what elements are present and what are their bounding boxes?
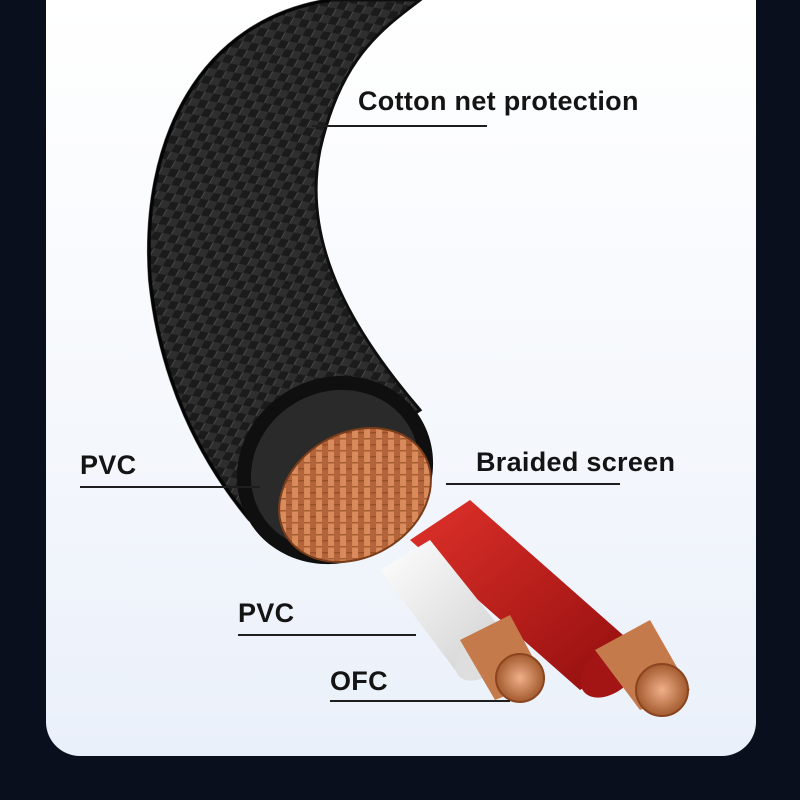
label-pvc-inner: PVC: [238, 598, 295, 628]
label-ofc: OFC: [330, 666, 388, 696]
leader-pvc-inner: [238, 634, 416, 636]
label-braided-screen: Braided screen: [476, 447, 676, 477]
leader-pvc-outer: [80, 486, 260, 488]
label-pvc-outer: PVC: [80, 450, 137, 480]
label-cotton-net-protection: Cotton net protection: [358, 86, 639, 116]
leader-ofc: [330, 700, 510, 702]
leader-cotton-net: [312, 125, 487, 127]
leader-braided-screen: [446, 483, 620, 485]
